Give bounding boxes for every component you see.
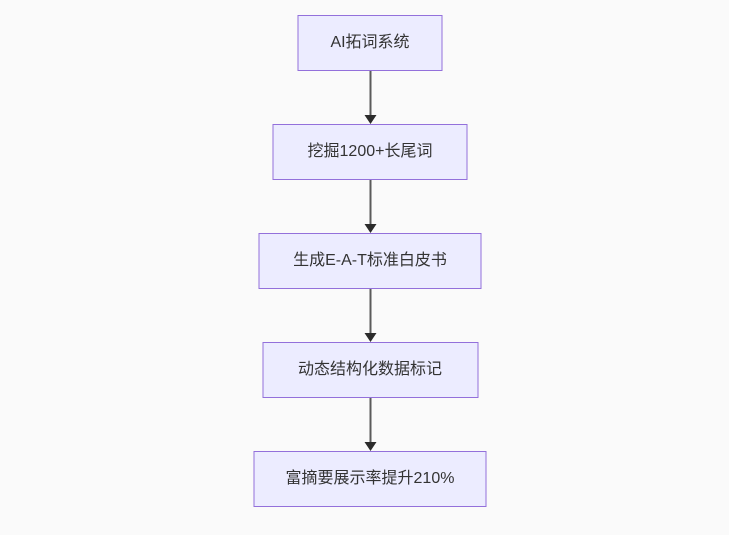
arrowhead-icon <box>364 442 376 451</box>
arrow-down-icon <box>364 71 376 124</box>
flow-node-structured-data-markup: 动态结构化数据标记 <box>262 342 478 398</box>
arrow-down-icon <box>364 180 376 233</box>
arrowhead-icon <box>364 333 376 342</box>
node-label: 生成E-A-T标准白皮书 <box>293 252 447 270</box>
arrow-down-icon <box>364 398 376 451</box>
arrow-down-icon <box>364 289 376 342</box>
edge-line <box>369 71 371 116</box>
node-label: 富摘要展示率提升210% <box>285 470 455 488</box>
flowchart-canvas: AI拓词系统 挖掘1200+长尾词 生成E-A-T标准白皮书 动态结构化数据标记… <box>253 15 487 507</box>
arrowhead-icon <box>364 115 376 124</box>
flow-node-eat-whitepaper: 生成E-A-T标准白皮书 <box>258 233 482 289</box>
flow-node-longtail-mining: 挖掘1200+长尾词 <box>272 124 468 180</box>
arrowhead-icon <box>364 224 376 233</box>
edge-line <box>369 398 371 443</box>
edge-line <box>369 180 371 225</box>
flow-node-rich-snippet-rate: 富摘要展示率提升210% <box>253 451 487 507</box>
edge-line <box>369 289 371 334</box>
node-label: 挖掘1200+长尾词 <box>307 143 433 161</box>
flow-node-ai-keyword-system: AI拓词系统 <box>297 15 443 71</box>
node-label: 动态结构化数据标记 <box>297 361 442 379</box>
node-label: AI拓词系统 <box>330 34 410 52</box>
